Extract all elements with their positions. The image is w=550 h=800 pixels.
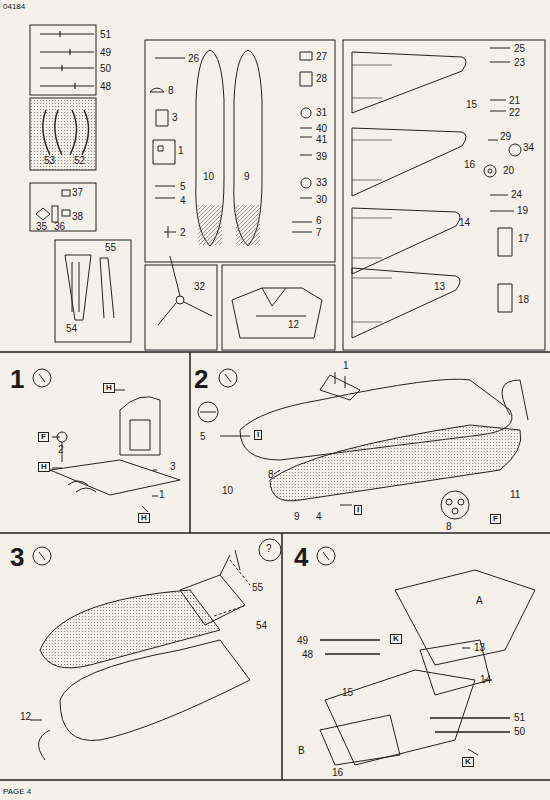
callout-number: 10 (222, 486, 233, 496)
callout-number: PAGE 4 (3, 788, 31, 796)
callout-number: A (476, 596, 483, 606)
colour-code: H (103, 383, 115, 393)
callout-number: 10 (203, 172, 214, 182)
callout-number: 40 (316, 124, 327, 134)
callout-number: 15 (342, 688, 353, 698)
colour-code: H (138, 513, 150, 523)
callout-number: 49 (100, 48, 111, 58)
callout-number: 23 (514, 58, 525, 68)
callout-number: 13 (474, 643, 485, 653)
callout-number: 7 (316, 228, 322, 238)
callout-number: 38 (72, 212, 83, 222)
callout-number: 30 (316, 195, 327, 205)
callout-number: 50 (100, 64, 111, 74)
callout-number: 26 (188, 54, 199, 64)
callout-number: 8 (168, 86, 174, 96)
callout-number: 22 (509, 108, 520, 118)
callout-number: 2 (58, 445, 64, 455)
callout-number: 37 (72, 188, 83, 198)
callout-number: 51 (514, 713, 525, 723)
callout-number: 9 (294, 512, 300, 522)
callout-number: 4 (180, 196, 186, 206)
callout-number: 48 (302, 650, 313, 660)
callout-number: 5 (180, 182, 186, 192)
callout-number: 25 (514, 44, 525, 54)
callout-number: 36 (54, 222, 65, 232)
step-number: 3 (10, 544, 24, 570)
callout-number: 35 (36, 222, 47, 232)
callout-number: 12 (288, 320, 299, 330)
callout-number: 4 (316, 512, 322, 522)
callout-number: 27 (316, 52, 327, 62)
callout-number: 18 (518, 295, 529, 305)
callout-number: 48 (100, 82, 111, 92)
callout-number: 34 (523, 143, 534, 153)
callout-number: 33 (316, 178, 327, 188)
callout-number: 19 (517, 206, 528, 216)
colour-code: K (390, 634, 402, 644)
callout-number: 13 (434, 282, 445, 292)
colour-code: F (38, 432, 49, 442)
step-number: 1 (10, 366, 24, 392)
callout-number: 31 (316, 108, 327, 118)
step-number: 4 (294, 544, 308, 570)
callout-number: 54 (256, 621, 267, 631)
colour-code: H (38, 462, 50, 472)
callout-number: 3 (172, 113, 178, 123)
callout-number: 14 (459, 218, 470, 228)
callout-number: 55 (252, 583, 263, 593)
callout-number: 49 (297, 636, 308, 646)
callout-number: 9 (244, 172, 250, 182)
callout-number: 53 (44, 156, 55, 166)
callout-number: 16 (332, 768, 343, 778)
callout-number: 6 (316, 216, 322, 226)
callout-number: 1 (159, 490, 165, 500)
callout-number: 52 (74, 156, 85, 166)
colour-code: I (354, 505, 362, 515)
callout-number: 17 (518, 234, 529, 244)
callout-number: 11 (510, 490, 520, 500)
callout-number: 32 (194, 282, 205, 292)
callout-number: B (298, 746, 305, 756)
callout-number: 41 (316, 135, 327, 145)
callout-number: 24 (511, 190, 522, 200)
callout-number: 8 (268, 470, 274, 480)
callout-number: 1 (343, 361, 349, 371)
callout-number: 20 (503, 166, 514, 176)
callout-number: 1 (178, 146, 184, 156)
colour-code: F (490, 514, 501, 524)
callout-number: 28 (316, 74, 327, 84)
callout-number: 21 (509, 96, 520, 106)
callout-number: 5 (200, 432, 206, 442)
colour-code: I (254, 430, 262, 440)
callout-number: 54 (66, 324, 77, 334)
callout-number: 3 (170, 462, 176, 472)
callout-number: 55 (105, 243, 116, 253)
callout-number: 8 (446, 522, 452, 532)
step-number: 2 (194, 366, 208, 392)
callout-number: 29 (500, 132, 511, 142)
callout-number: ? (266, 544, 272, 554)
callout-number: 39 (316, 152, 327, 162)
callout-number: 14 (480, 675, 491, 685)
callout-number: 2 (180, 228, 186, 238)
callout-number: 12 (20, 712, 31, 722)
callout-number: 16 (464, 160, 475, 170)
callout-number: 15 (466, 100, 477, 110)
callout-number: 51 (100, 30, 111, 40)
callout-number: 50 (514, 727, 525, 737)
colour-code: K (462, 757, 474, 767)
callout-number: 04184 (3, 3, 25, 11)
